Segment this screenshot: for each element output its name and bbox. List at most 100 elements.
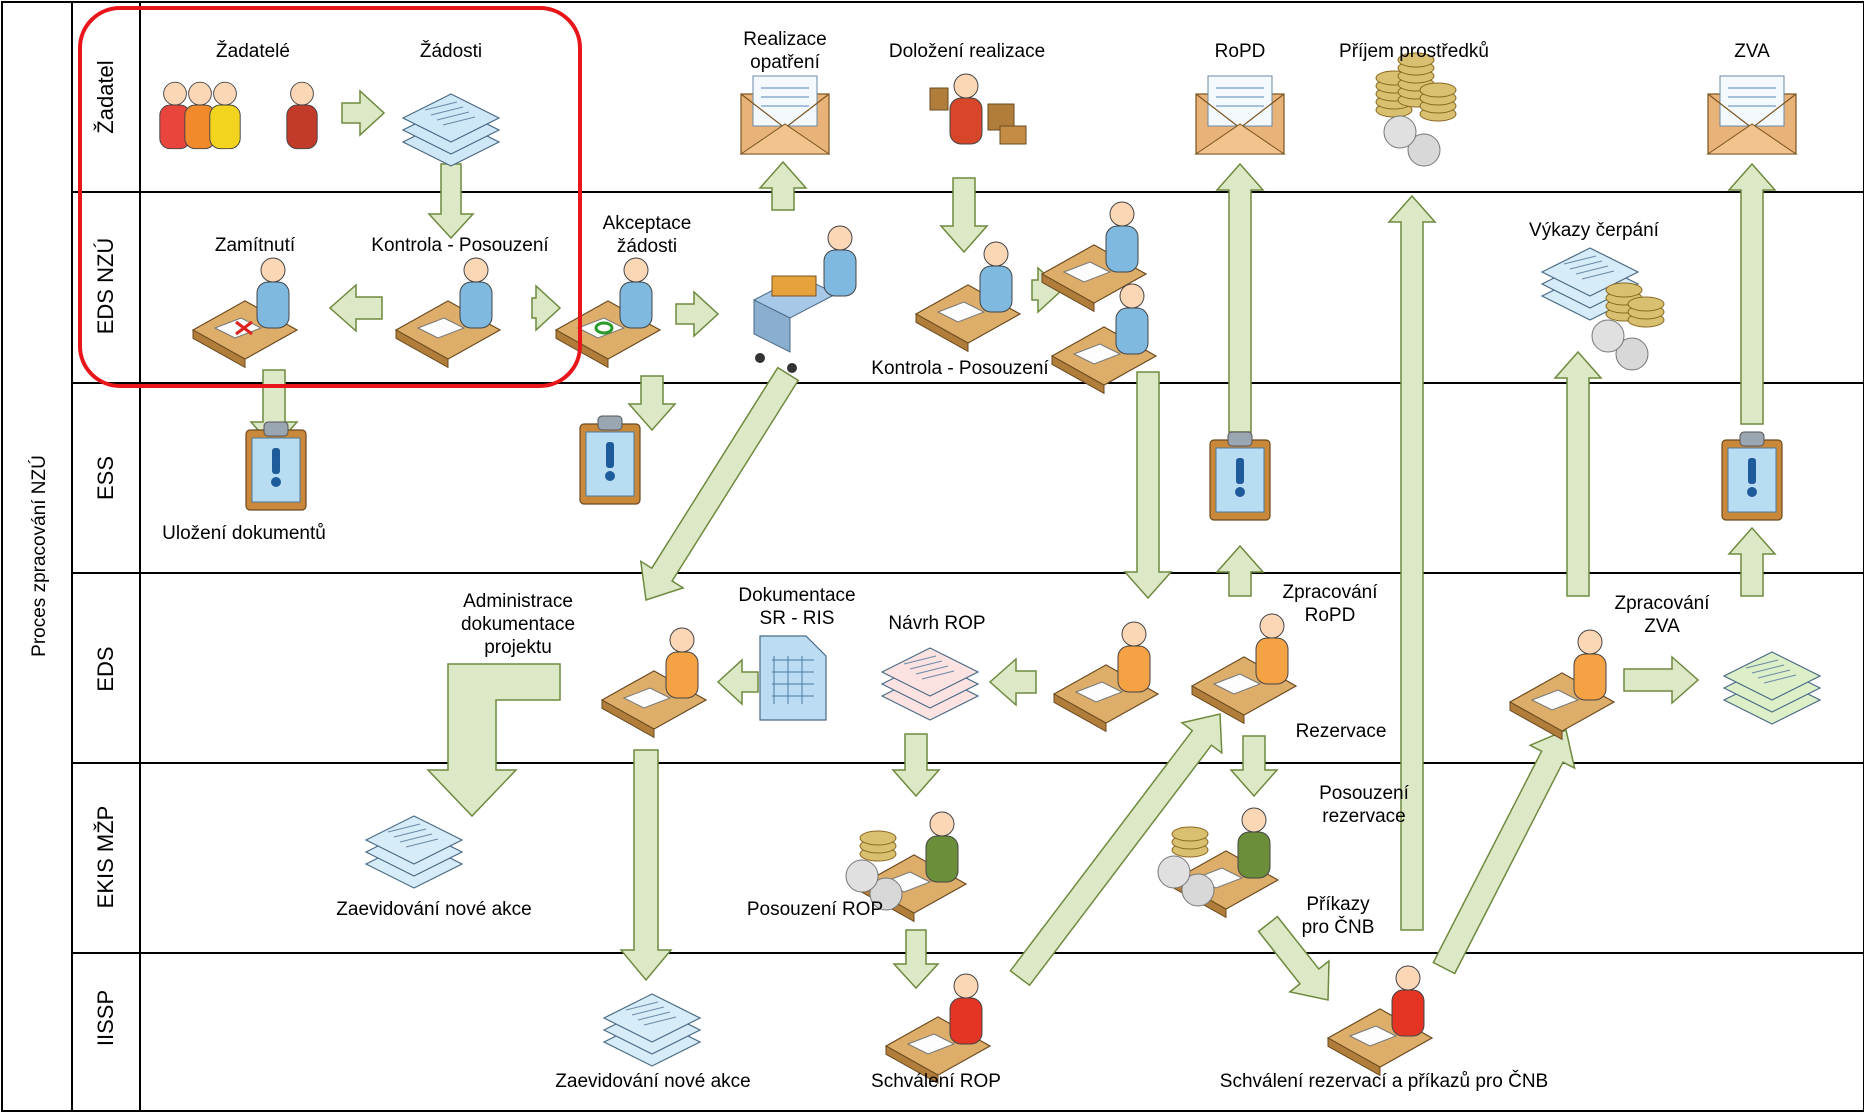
arrow-akceptace-ess	[627, 375, 677, 432]
ropd-envelope-icon	[1194, 75, 1286, 155]
label-zadatele: Žadatelé	[216, 41, 290, 62]
label-navrh-rop: Návrh ROP	[888, 613, 986, 634]
archive-cart-person	[823, 225, 857, 297]
zpracovani-zva-desk-icon	[1508, 629, 1616, 741]
label-ropd: RoPD	[1214, 41, 1266, 62]
kontrola-desk-icon-person	[459, 257, 493, 329]
kontrola-desk-icon	[394, 257, 502, 369]
lane-title-iissp: IISSP	[93, 989, 118, 1047]
schvaleni-rezervaci-desk-icon-paper	[1348, 1025, 1398, 1047]
label-zaevidovani-1: Zaevidování nové akce	[336, 899, 532, 920]
zpracovani-zva-desk-icon-person	[1573, 629, 1607, 701]
dokumentace-sheet-icon	[759, 635, 827, 721]
zamitnuti-desk-icon	[191, 257, 299, 369]
label-schvaleni-rop: Schválení ROP	[871, 1071, 1001, 1092]
kontrola-2-reject-desk-icon-paper	[1062, 261, 1112, 283]
schvaleni-rop-desk-icon-paper	[906, 1033, 956, 1055]
label-dokumentace-sr-ris: Dokumentace SR - RIS	[738, 585, 856, 629]
icons	[159, 52, 1822, 1085]
akceptace-desk-icon-person	[619, 257, 653, 329]
schvaleni-rop-desk-icon-person	[949, 973, 983, 1045]
reject-mark-icon	[235, 320, 253, 336]
zaevidovani-1-docs-icon	[364, 815, 464, 889]
arrow-kontrola-zamitnuti	[328, 283, 383, 333]
arrow-prijem-up	[1387, 194, 1437, 931]
lane-title-eds: EDS	[93, 646, 118, 692]
dolozeni-person	[949, 73, 983, 145]
zva-docs-icon	[1722, 651, 1822, 725]
zamitnuti-desk-icon-person	[256, 257, 290, 329]
lane-title-ess: ESS	[93, 455, 118, 501]
arrow-realizace-up	[758, 160, 808, 211]
arrow-kontrola-navrh	[988, 657, 1037, 707]
eds-kontrola-desk-icon	[1052, 621, 1160, 733]
schvaleni-rop-desk-icon	[884, 973, 992, 1085]
akceptace-clipboard-icon	[579, 415, 641, 505]
label-dolozeni-realizace: Doložení realizace	[888, 41, 1046, 62]
schvaleni-rezervaci-desk-icon	[1326, 965, 1434, 1077]
arrow-zadatele-zadosti	[341, 89, 386, 137]
arrow-dolozeni-down	[939, 177, 989, 254]
arrow-zadosti-kontrola	[427, 163, 475, 240]
arrow-zpracovani-zva	[1623, 655, 1700, 705]
label-posouzeni-rezervace: Posouzení rezervace	[1319, 783, 1409, 827]
arrow-vykazy-up	[1553, 350, 1603, 597]
kontrola-2-desk-icon-paper	[936, 301, 986, 323]
arrow-admin-zaevidovani	[619, 749, 673, 982]
eds-kontrola-desk-icon-person	[1117, 621, 1151, 693]
arrow-kontrola-akceptace	[531, 284, 562, 332]
zpracovani-zva-desk-icon-paper	[1530, 689, 1580, 711]
akceptace-desk-icon	[554, 257, 662, 369]
zva-clipboard-icon	[1721, 431, 1783, 521]
posouzeni-rezervace-coins-icon	[1157, 826, 1215, 907]
arrow-ropd-up	[1215, 162, 1265, 433]
kontrola-2-accept-desk-icon-person	[1115, 283, 1149, 355]
administrace-desk-icon-person	[665, 627, 699, 699]
arrow-posouzeni-schvaleni	[892, 929, 940, 990]
ropd-clipboard-icon	[1209, 431, 1271, 521]
process-title: Proces zpracování NZÚ	[29, 455, 50, 657]
zadosti-docs-icon	[401, 93, 501, 167]
label-ulozeni-dokumentu: Uložení dokumentů	[162, 523, 326, 544]
kontrola-2-accept-desk-icon-paper	[1072, 343, 1122, 365]
zva-envelope-icon	[1706, 75, 1798, 155]
label-zpracovani-ropd: Zpracování RoPD	[1282, 582, 1378, 626]
arrow-akceptace-dalsi	[675, 290, 720, 338]
label-posouzeni-rop: Posouzení ROP	[746, 899, 884, 920]
lane-title-eds-nzu: EDS NZÚ	[93, 237, 118, 335]
applicants-group-icon	[159, 81, 241, 150]
realizace-envelope-icon	[739, 75, 831, 155]
label-zadosti: Žádosti	[419, 41, 483, 62]
lane-title-zadatel: Žadatel	[93, 60, 118, 134]
vykazy-coins-icon	[1591, 282, 1665, 371]
label-zamitnuti: Zamítnutí	[214, 235, 296, 256]
label-schvaleni-rezervaci: Schválení rezervací a příkazů pro ČNB	[1219, 1071, 1549, 1092]
kontrola-2-desk-icon-person	[979, 241, 1013, 313]
kontrola-desk-icon-paper	[416, 317, 466, 339]
arrow-admin-dokumentace	[716, 658, 759, 706]
applicant-single-icon	[286, 81, 318, 150]
label-administrace-dokumentace: Administrace dokumentace projektu	[460, 591, 576, 658]
arrow-navrh-posouzeni	[891, 733, 941, 798]
flow-arrows	[249, 89, 1777, 1001]
archive-cart-icon	[752, 225, 857, 373]
label-zva: ZVA	[1734, 41, 1770, 62]
arrow-admin-diagonal	[639, 366, 800, 601]
label-prijem-prostredku: Příjem prostředků	[1339, 41, 1489, 62]
lane-title-ekis-mzp: EKIS MŽP	[93, 805, 118, 909]
applicant-yellow-icon	[209, 81, 241, 150]
label-prikazy-pro-cnb: Příkazy pro ČNB	[1301, 894, 1375, 938]
arrow-schvaleni-rezervace	[1009, 713, 1223, 987]
highlight-frame	[78, 6, 582, 388]
label-realizace-opatreni: Realizace opatření	[743, 29, 827, 73]
arrow-zva-up	[1727, 162, 1777, 425]
prijem-coins-icon	[1375, 52, 1457, 167]
zaevidovani-2-docs-icon	[602, 993, 702, 1067]
kontrola-2-desk-icon	[914, 241, 1022, 353]
akceptace-desk-icon-paper	[576, 317, 626, 339]
label-rezervace: Rezervace	[1295, 721, 1387, 742]
posouzeni-rop-desk-icon-person	[925, 811, 959, 883]
